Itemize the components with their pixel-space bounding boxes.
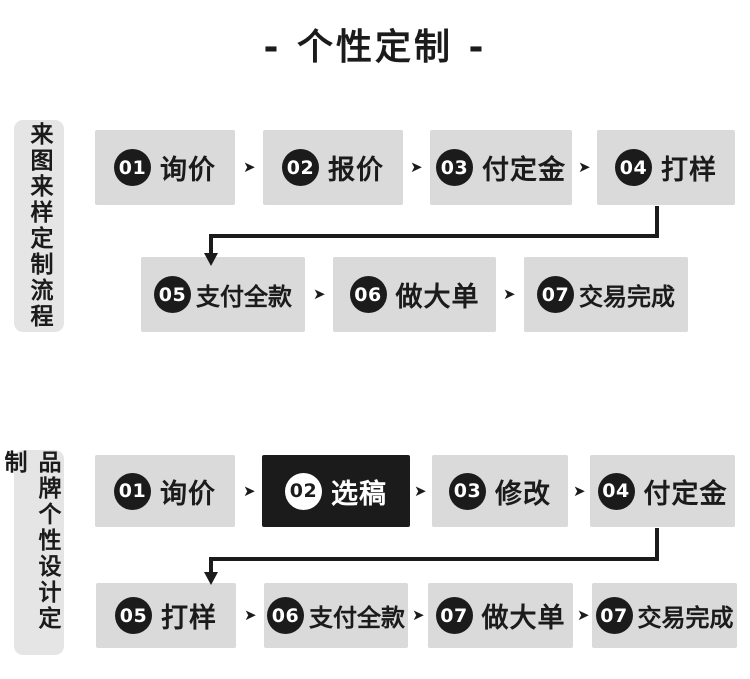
connector-down-left-arrow-2 — [209, 528, 659, 574]
step-label: 交易完成 — [637, 604, 734, 632]
step-number-badge: 04 — [615, 149, 652, 186]
step-label: 打样 — [661, 155, 717, 186]
arrow-right-icon: ➤ — [243, 482, 256, 500]
step-label: 付定金 — [482, 155, 566, 186]
flow-step: 02 报价 — [263, 130, 403, 205]
step-number-badge: 06 — [349, 276, 387, 313]
flow-step: 07 交易完成 — [592, 583, 737, 648]
flow-step: 05 支付全款 — [141, 257, 305, 332]
arrow-right-icon: ➤ — [414, 482, 427, 500]
step-label: 付定金 — [643, 478, 728, 510]
flow-step-highlighted: 02 选稿 — [262, 455, 410, 527]
arrow-right-icon: ➤ — [577, 606, 590, 624]
flow-step: 05 打样 — [96, 583, 236, 648]
step-label: 报价 — [328, 155, 384, 186]
step-number-badge: 03 — [436, 149, 473, 186]
step-label: 打样 — [161, 603, 217, 634]
step-label: 修改 — [495, 478, 551, 510]
flow-step: 06 支付全款 — [264, 583, 408, 648]
step-number-badge: 07 — [595, 597, 633, 634]
step-number-badge: 07 — [537, 276, 574, 313]
flow-step: 07 做大单 — [428, 583, 573, 648]
step-number-badge: 02 — [282, 149, 319, 186]
section-label-sample-custom-process: 来图来样定制流程 — [14, 120, 64, 332]
step-number-badge: 05 — [154, 276, 191, 313]
flow-step: 04 付定金 — [590, 455, 735, 527]
page-title: - 个性定制 - — [263, 27, 487, 68]
arrow-right-icon: ➤ — [313, 285, 326, 303]
flow-step: 07 交易完成 — [524, 257, 688, 332]
arrow-right-icon: ➤ — [503, 285, 516, 303]
step-label: 询价 — [160, 155, 216, 186]
flow-step: 04 打样 — [597, 130, 735, 205]
step-label: 支付全款 — [309, 604, 405, 632]
arrow-right-icon: ➤ — [244, 606, 257, 624]
arrow-right-icon: ➤ — [410, 158, 423, 176]
step-label: 选稿 — [331, 478, 387, 510]
step-label: 做大单 — [395, 282, 480, 313]
flow-step: 01 询价 — [95, 130, 235, 205]
step-number-badge: 05 — [115, 597, 152, 634]
flow-step: 06 做大单 — [333, 257, 496, 332]
step-number-badge: 02 — [285, 472, 322, 510]
step-label: 交易完成 — [579, 283, 675, 311]
step-number-badge: 07 — [435, 597, 473, 634]
arrow-right-icon: ➤ — [573, 482, 586, 500]
arrow-right-icon: ➤ — [412, 606, 425, 624]
step-label: 支付全款 — [196, 283, 292, 311]
flow-step: 03 付定金 — [430, 130, 572, 205]
flow-step: 03 修改 — [432, 455, 568, 527]
step-label: 询价 — [160, 478, 216, 510]
arrow-right-icon: ➤ — [578, 158, 591, 176]
step-number-badge: 03 — [449, 472, 486, 510]
step-number-badge: 01 — [114, 149, 151, 186]
step-label: 做大单 — [481, 603, 566, 634]
flow-step: 01 询价 — [95, 455, 235, 527]
step-number-badge: 04 — [597, 472, 635, 510]
connector-down-left-arrow-1 — [209, 206, 659, 255]
arrow-right-icon: ➤ — [243, 158, 256, 176]
section-label-brand-design-custom: 品牌个性设计定制 — [0, 450, 64, 655]
step-number-badge: 01 — [114, 472, 151, 510]
step-number-badge: 06 — [267, 597, 304, 634]
